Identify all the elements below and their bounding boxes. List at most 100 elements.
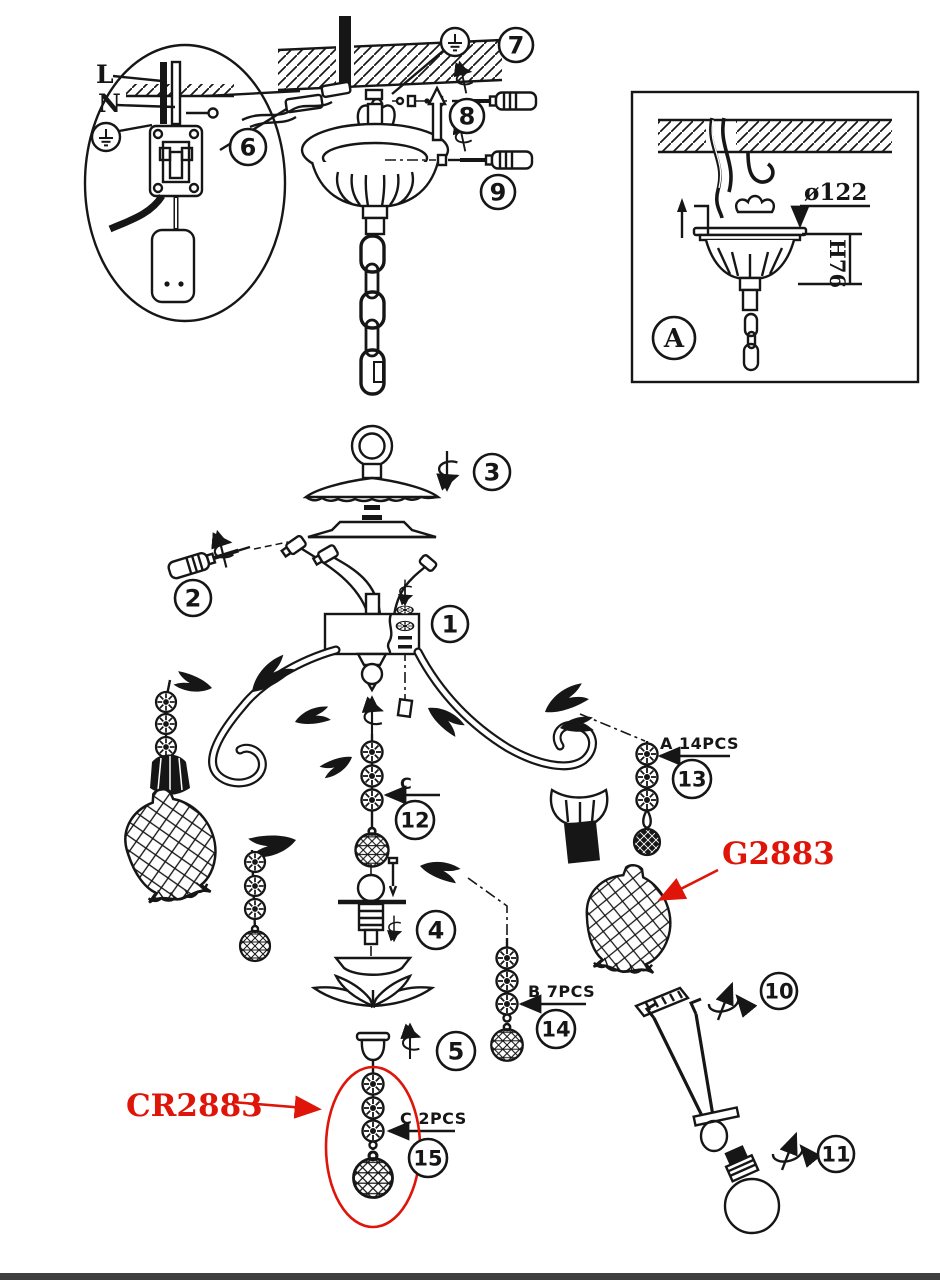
step-badge-15: 15 [407, 1137, 449, 1179]
ring-harness-part10 [634, 984, 740, 1153]
svg-text:9: 9 [490, 179, 507, 207]
step-badge-2: 2 [173, 578, 213, 618]
svg-text:3: 3 [484, 459, 501, 487]
canopy [300, 85, 534, 236]
callout-bead-c: C 2PCS [400, 1109, 467, 1128]
ground-wire [108, 193, 165, 233]
bead-strand-15: C 2PCS [324, 1065, 467, 1229]
svg-text:15: 15 [413, 1147, 442, 1171]
left-shade-cap [150, 754, 190, 795]
light-bulb-part11 [723, 1134, 803, 1235]
rotation-arrow-icon-5 [403, 1022, 419, 1059]
chandelier-arms [172, 645, 609, 884]
svg-text:4: 4 [428, 917, 445, 945]
cup-finial-part5 [355, 1022, 419, 1068]
loop-finial-part3 [302, 424, 457, 539]
left-lattice-shade [116, 780, 225, 909]
svg-text:5: 5 [448, 1038, 465, 1066]
detail-view-a: ø122 H76 A [630, 90, 920, 384]
svg-text:13: 13 [677, 768, 706, 792]
step-badge-6: 6 [228, 127, 268, 167]
rotation-arrow-icon-10 [709, 984, 738, 1020]
svg-text:11: 11 [821, 1143, 850, 1167]
step-badge-10: 10 [759, 971, 799, 1011]
central-hub-part1 [323, 580, 421, 719]
step-badge-5: 5 [435, 1030, 477, 1072]
wiring-detail-inset: L N [83, 43, 307, 323]
step-badge-8: 8 [448, 97, 486, 135]
left-shade-group [116, 679, 272, 963]
diameter-dimension: ø122 [804, 179, 867, 206]
svg-text:14: 14 [541, 1018, 570, 1042]
threaded-rod [339, 16, 351, 90]
step-badge-4: 4 [415, 909, 457, 951]
center-strand-12: C [354, 695, 440, 868]
step-badge-3: 3 [472, 452, 512, 492]
live-label: L [96, 60, 114, 89]
step-badge-1: 1 [430, 604, 470, 644]
up-arrow-icon [427, 85, 447, 142]
terminal-block [148, 124, 204, 198]
detail-a-badge: A [651, 315, 697, 361]
red-annotations: G2883 CR2883 [126, 836, 835, 1124]
rotation-arrow-icon-3 [439, 451, 457, 492]
neutral-wire [170, 60, 182, 126]
crystal-ball-icon-14 [489, 1022, 525, 1063]
callout-spacer-c: C [400, 774, 412, 793]
screwdriver-icon-2 [165, 537, 254, 581]
svg-text:12: 12 [400, 809, 429, 833]
rotation-arrow-icon-4 [389, 916, 401, 943]
connector-box [150, 228, 196, 304]
callout-bead-a: A 14PCS [660, 734, 739, 753]
mounting-bracket [241, 80, 352, 129]
bead-strand-14: B 7PCS [467, 877, 595, 1063]
neutral-label: N [98, 89, 121, 118]
svg-text:7: 7 [508, 32, 525, 60]
crystal-ball-icon-15 [351, 1150, 395, 1200]
crystal-part-number: CR2883 [126, 1088, 263, 1124]
crystal-part-arrow [231, 1095, 322, 1119]
callout-bead-b: B 7PCS [528, 982, 595, 1001]
crystal-ball-icon [238, 924, 272, 963]
step-badge-9: 9 [479, 173, 517, 211]
crystal-ball-icon-12 [354, 826, 390, 868]
screwdriver-icon-9 [446, 150, 534, 170]
stud-pin [207, 107, 219, 119]
bottom-leaf-plate [310, 973, 436, 1009]
ceiling-hook [746, 151, 775, 184]
bottom-dish [333, 956, 413, 976]
svg-text:1: 1 [442, 611, 459, 639]
earth-icon-ceiling [439, 26, 471, 58]
step-badge-14: 14 [535, 1008, 577, 1050]
canopy-flutes [335, 171, 415, 207]
svg-text:8: 8 [459, 103, 476, 131]
step-badge-7: 7 [497, 26, 535, 64]
crystal-ball-icon-13 [632, 827, 662, 857]
shade-part-number: G2883 [722, 836, 835, 872]
ceiling-mounting [241, 16, 538, 134]
bulb-globe [723, 1177, 781, 1235]
scan-edge-bar [0, 1273, 940, 1280]
shade-part-arrow [657, 868, 719, 901]
hanging-wires [165, 528, 438, 617]
right-lattice-shade [579, 859, 678, 978]
step-badges: 1 2 3 4 5 6 7 8 9 10 11 12 13 14 15 [173, 26, 856, 1179]
svg-text:10: 10 [764, 980, 793, 1004]
svg-text:2: 2 [185, 585, 202, 613]
lamp-socket [549, 788, 609, 864]
rotation-arrow-icon-12 [365, 695, 382, 734]
earth-icon [90, 121, 122, 153]
live-wire [160, 62, 167, 124]
chain [359, 234, 386, 396]
step-badge-11: 11 [816, 1134, 856, 1174]
right-shade-group [579, 859, 678, 978]
step-badge-12: 12 [394, 799, 436, 841]
svg-text:6: 6 [240, 134, 257, 162]
svg-text:A: A [663, 324, 685, 354]
bead-strand-13: A 14PCS [579, 713, 739, 857]
step-badge-13: 13 [671, 758, 713, 800]
rotation-arrow-icon-11 [773, 1134, 802, 1170]
height-dimension: H76 [825, 239, 850, 288]
